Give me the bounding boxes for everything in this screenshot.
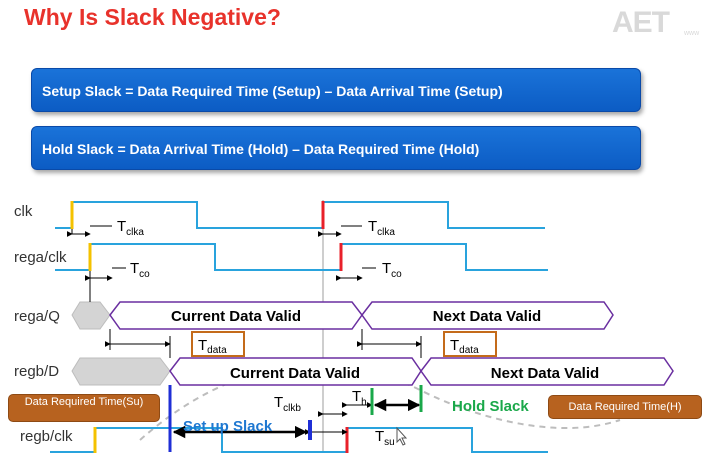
setup-hold-dashed-curve <box>139 364 621 441</box>
tco-label-2: Tco <box>382 260 402 280</box>
tclkb-label: Tclkb <box>274 394 301 414</box>
label-regb-d: regb/D <box>14 363 59 380</box>
tdata-label-2: Tdata <box>450 337 479 356</box>
logo-subtext: www <box>684 30 700 37</box>
tdata-label-1: Tdata <box>198 337 227 356</box>
label-rega-q: rega/Q <box>14 308 60 325</box>
regb-d-next-segment <box>420 357 674 386</box>
regb-d-next-label: Next Data Valid <box>491 365 599 382</box>
logo: AET <box>612 6 670 39</box>
tdata-box-2 <box>443 331 497 357</box>
rega-q-next-segment <box>361 301 614 330</box>
hold-slack-label: Hold Slack <box>452 398 529 415</box>
setup-slack-equation: Setup Slack = Data Required Time (Setup)… <box>31 68 641 112</box>
rega-q-invalid-segment <box>71 301 111 330</box>
regb-d-invalid-segment <box>71 357 171 386</box>
data-required-time-setup-pill: Data Required Time(Su) <box>8 394 160 422</box>
mouse-cursor-icon <box>396 426 408 446</box>
regb-d-current-label: Current Data Valid <box>230 365 360 382</box>
tclka-label-1: Tclka <box>117 218 144 238</box>
tsu-label: Tsu <box>375 428 395 448</box>
tclka-label-2: Tclka <box>368 218 395 238</box>
rega-clk-waveform <box>55 243 548 271</box>
label-clk: clk <box>14 203 33 220</box>
setup-slack-label: Set up Slack <box>183 418 273 435</box>
th-label: Th <box>352 388 367 408</box>
clk-waveform <box>55 201 545 229</box>
tco-label-1: Tco <box>130 260 150 280</box>
rega-q-next-label: Next Data Valid <box>433 308 541 325</box>
hold-slack-equation: Hold Slack = Data Arrival Time (Hold) – … <box>31 126 641 170</box>
tdata-box-1 <box>191 331 245 357</box>
slide-title: Why Is Slack Negative? <box>24 4 281 30</box>
rega-q-current-label: Current Data Valid <box>171 308 301 325</box>
label-rega-clk: rega/clk <box>14 249 67 266</box>
label-regb-clk: regb/clk <box>20 428 73 445</box>
data-required-time-hold-pill: Data Required Time(H) <box>548 395 702 419</box>
